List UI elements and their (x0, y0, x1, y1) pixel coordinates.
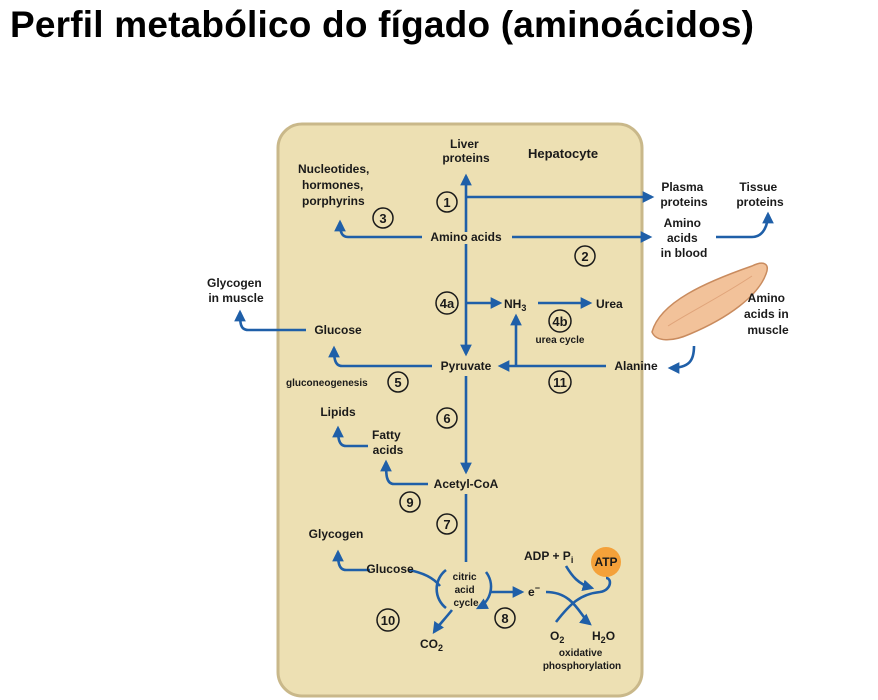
svg-text:4a: 4a (440, 296, 455, 311)
fatty-acids-label: Fatty acids (372, 428, 404, 457)
amino-acids-blood-label: Amino acids in blood (661, 216, 708, 260)
step-6: 6 (436, 407, 458, 429)
nh3-label: NH3 (504, 297, 526, 313)
tissue-proteins-label: Tissue proteins (736, 180, 784, 209)
liver-proteins-label: Liver proteins (442, 137, 490, 165)
step-1: 1 (436, 191, 458, 213)
amino-acids-label: Amino acids (430, 230, 502, 244)
svg-text:3: 3 (379, 211, 386, 226)
oxidative-phosphorylation-label: oxidative phosphorylation (543, 648, 621, 672)
urea-label: Urea (596, 297, 623, 311)
lipids-label: Lipids (320, 405, 356, 419)
step-9: 9 (399, 491, 421, 513)
step-markers: 1 2 3 4a 4b 5 6 7 8 9 10 11 (372, 191, 596, 632)
glycogen-muscle-label: Glycogen in muscle (207, 276, 265, 305)
glucose-2-label: Glucose (366, 562, 414, 576)
labels: Hepatocyte Liver proteins Nucleotides, h… (207, 137, 792, 672)
adp-label: ADP + Pi (524, 549, 573, 565)
step-4b: 4b (548, 309, 572, 333)
svg-text:4b: 4b (552, 314, 567, 329)
step-5: 5 (387, 371, 409, 393)
amino-acids-muscle-label: Amino acids in muscle (744, 291, 792, 337)
gluconeogenesis-label: gluconeogenesis (286, 378, 368, 389)
citric-acid-cycle-label: citric acid cycle (453, 572, 480, 609)
svg-text:9: 9 (406, 495, 413, 510)
page-title: Perfil metabólico do fígado (aminoácidos… (10, 4, 755, 45)
svg-text:2: 2 (581, 249, 588, 264)
step-3: 3 (372, 207, 394, 229)
svg-text:10: 10 (381, 613, 395, 628)
step-11: 11 (548, 370, 572, 394)
plasma-proteins-label: Plasma proteins (660, 180, 708, 209)
alanine-label: Alanine (614, 359, 658, 373)
svg-text:11: 11 (553, 375, 567, 390)
o2-label: O2 (550, 629, 564, 645)
co2-label: CO2 (420, 637, 443, 653)
svg-text:8: 8 (501, 611, 508, 626)
pathway-arrows (234, 173, 774, 634)
pyruvate-label: Pyruvate (441, 359, 492, 373)
step-4a: 4a (435, 291, 459, 315)
step-7: 7 (436, 513, 458, 535)
step-10: 10 (376, 608, 400, 632)
h2o-label: H2O (592, 629, 615, 645)
atp-highlight (591, 547, 621, 577)
glycogen-label: Glycogen (309, 527, 364, 541)
urea-cycle-label: urea cycle (536, 335, 585, 346)
atp-label: ATP (594, 555, 617, 569)
electron-label: e− (528, 583, 540, 599)
nucleotides-label: Nucleotides, hormones, porphyrins (298, 162, 373, 208)
svg-text:6: 6 (443, 411, 450, 426)
svg-text:1: 1 (443, 195, 450, 210)
svg-text:5: 5 (394, 375, 401, 390)
hepatocyte-label: Hepatocyte (528, 146, 598, 161)
glucose-label: Glucose (314, 323, 362, 337)
hepatocyte-cell (276, 122, 644, 698)
svg-text:7: 7 (443, 517, 450, 532)
muscle-illustration (651, 262, 768, 341)
acetyl-coa-label: Acetyl-CoA (434, 477, 499, 491)
step-2: 2 (574, 245, 596, 267)
step-8: 8 (494, 607, 516, 629)
